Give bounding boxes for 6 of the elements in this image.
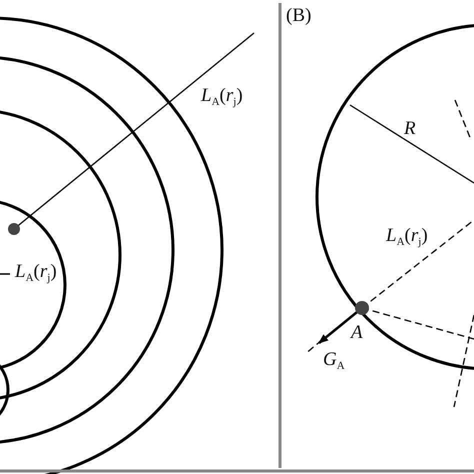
math-label: (B) xyxy=(285,6,312,25)
math-label: G$_{A}$ xyxy=(322,350,346,372)
math-label: L$_{A}$(r$_{j}$) xyxy=(385,226,429,248)
math-label: L$_{A}$(r$_{j}$) xyxy=(14,262,58,284)
math-label: L$_{A}$(r$_{j}$) xyxy=(200,86,244,108)
math-label: R xyxy=(403,119,417,138)
